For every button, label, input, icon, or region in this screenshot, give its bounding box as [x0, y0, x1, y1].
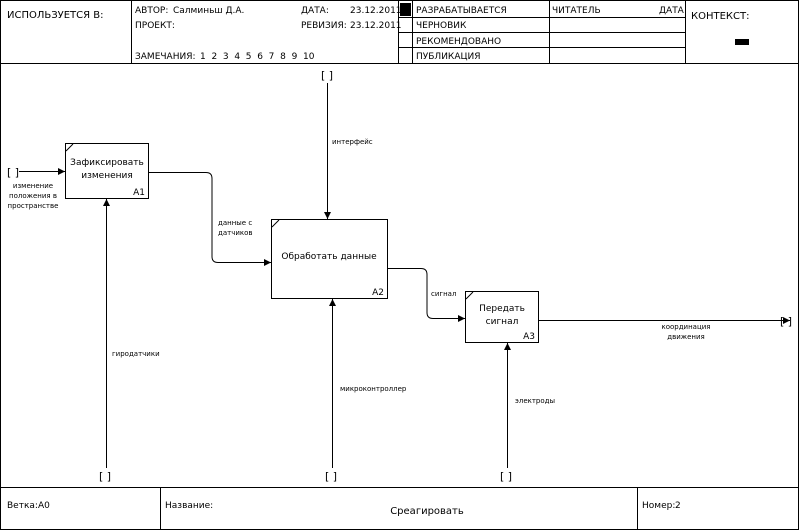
activity-box-a2: Обработать данные A2: [271, 219, 388, 299]
label-input-line-1: изменение: [13, 182, 53, 190]
arrow-signal: [387, 268, 465, 322]
status-item-3: ПУБЛИКАЦИЯ: [416, 52, 480, 62]
activity-box-a1: Зафиксировать изменения A1: [65, 143, 149, 199]
tunnel-marker-microcontroller: [ ]: [325, 470, 337, 483]
tunnel-marker-electrodes: [ ]: [500, 470, 512, 483]
project-label: ПРОЕКТ:: [135, 21, 175, 31]
arrow-sensor-data: [148, 172, 271, 266]
box-a2-line-1: Обработать данные: [281, 252, 377, 262]
activity-box-a3: Передать сигнал A3: [465, 291, 539, 343]
author-label: АВТОР:: [135, 6, 168, 16]
box-a3-line-2: сигнал: [486, 317, 519, 327]
status-item-2: РЕКОМЕНДОВАНО: [416, 37, 501, 47]
number-value: 2: [675, 501, 681, 511]
revision-label: РЕВИЗИЯ:: [301, 21, 347, 31]
number-label: Номер:: [642, 501, 675, 511]
date-label: ДАТА:: [301, 6, 329, 16]
context-thumbnail: [735, 39, 749, 45]
reader-label: ЧИТАТЕЛЬ: [552, 6, 601, 16]
label-electrodes: электроды: [515, 397, 555, 405]
label-output-line-1: координация: [661, 323, 710, 331]
tunnel-marker-input: [ ]: [7, 166, 19, 179]
label-sensor-data-line-1: данные с: [218, 219, 252, 227]
tunnel-marker-interface: [ ]: [321, 69, 333, 82]
box-a2-id: A2: [372, 288, 384, 298]
title-value: Среагировать: [390, 506, 464, 517]
tunnel-marker-gyro: [ ]: [99, 470, 111, 483]
date-value: 23.12.2011: [350, 6, 402, 16]
label-signal: сигнал: [431, 290, 456, 298]
tunnel-marker-output: [ ]: [780, 315, 792, 328]
box-a3-id: A3: [523, 332, 535, 342]
notes-numbers: 1 2 3 4 5 6 7 8 9 10: [200, 52, 315, 62]
revision-value: 23.12.2011: [350, 21, 402, 31]
box-a1-id: A1: [133, 188, 145, 198]
label-gyro: гиродатчики: [112, 350, 160, 358]
title-label: Название:: [165, 501, 213, 511]
active-status-marker: [400, 3, 411, 16]
box-a1-line-1: Зафиксировать: [70, 158, 144, 168]
footer-block: [0, 487, 799, 530]
label-microcontroller: микроконтроллер: [340, 385, 407, 393]
label-sensor-data-line-2: датчиков: [218, 229, 253, 237]
used-in-label: ИСПОЛЬЗУЕТСЯ В:: [7, 10, 104, 21]
notes-label: ЗАМЕЧАНИЯ:: [135, 52, 196, 62]
author-name: Салминьш Д.А.: [173, 6, 244, 16]
reader-date-label: ДАТА: [659, 6, 685, 16]
header-block: [0, 0, 799, 64]
node-value: A0: [38, 501, 50, 511]
label-interface: интерфейс: [332, 138, 373, 146]
label-input-line-2: положения в: [9, 192, 57, 200]
context-label: КОНТЕКСТ:: [691, 11, 749, 22]
status-item-1: ЧЕРНОВИК: [416, 21, 467, 31]
box-a1-line-2: изменения: [81, 171, 133, 181]
box-a3-line-1: Передать: [479, 304, 525, 314]
label-output-line-2: движения: [667, 333, 704, 341]
node-label: Ветка:: [7, 501, 38, 511]
label-input-line-3: пространстве: [8, 202, 59, 210]
status-item-0: РАЗРАБАТЫВАЕТСЯ: [416, 6, 507, 16]
